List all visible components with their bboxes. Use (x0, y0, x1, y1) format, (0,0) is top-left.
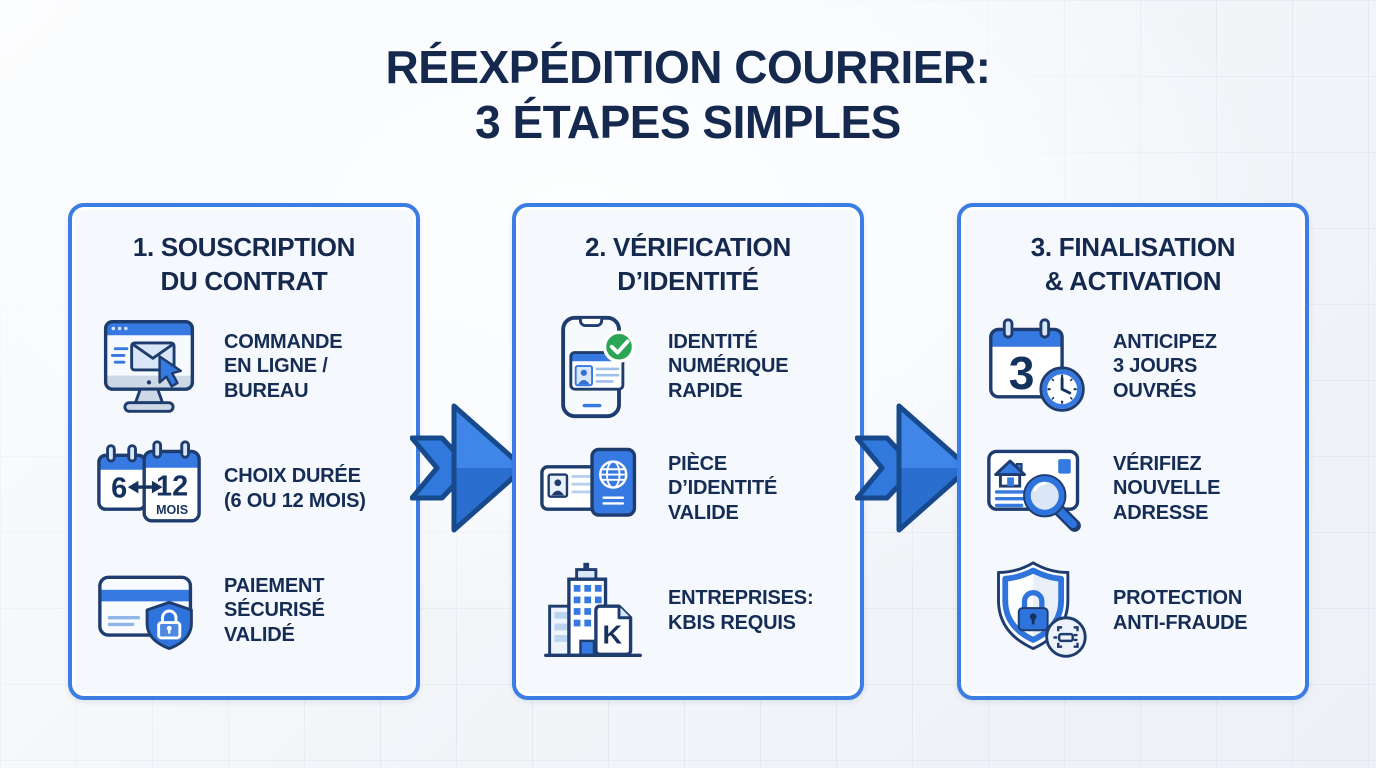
svg-text:MOIS: MOIS (156, 503, 188, 517)
page-title: RÉEXPÉDITION COURRIER: 3 ÉTAPES SIMPLES (385, 41, 991, 149)
step-2-item-1-label: IDENTITÉ NUMÉRIQUE RAPIDE (668, 331, 789, 402)
svg-text:3: 3 (1009, 347, 1035, 399)
anti-fraud-shield-icon (985, 558, 1091, 664)
svg-text:K: K (603, 619, 623, 649)
calendar-duration-icon: 6 12 MOIS (96, 436, 202, 542)
step-1-item-1: COMMANDE EN LIGNE / BUREAU (96, 311, 402, 423)
step-2-item-1: IDENTITÉ NUMÉRIQUE RAPIDE (540, 311, 846, 423)
step-3-item-1: 3 ANTICIPEZ 3 JOURS OUVRÉS (985, 311, 1291, 423)
secure-payment-icon (96, 558, 202, 664)
step-1-title: 1. SOUSCRIPTION DU CONTRAT (132, 232, 356, 296)
step-2-item-3: K ENTREPRISES: KBIS REQUIS (540, 555, 846, 667)
svg-text:6: 6 (111, 472, 127, 504)
step-3-item-2-label: VÉRIFIEZ NOUVELLE ADRESSE (1113, 453, 1221, 524)
step-3-item-2: VÉRIFIEZ NOUVELLE ADRESSE (985, 433, 1291, 545)
step-1-items: COMMANDE EN LIGNE / BUREAU 6 (72, 299, 416, 667)
address-check-icon (985, 436, 1091, 542)
step-3-item-1-label: ANTICIPEZ 3 JOURS OUVRÉS (1113, 331, 1217, 402)
step-arrow-1 (409, 398, 530, 538)
step-2-item-2-label: PIÈCE D’IDENTITÉ VALIDE (668, 453, 778, 524)
step-arrow-2 (854, 398, 975, 538)
step-3-item-3: PROTECTION ANTI-FRAUDE (985, 555, 1291, 667)
monitor-envelope-cursor-icon (96, 314, 202, 420)
step-3-title: 3. FINALISATION & ACTIVATION (1030, 232, 1236, 296)
step-1-item-3: PAIEMENT SÉCURISÉ VALIDÉ (96, 555, 402, 667)
step-3-items: 3 ANTICIPEZ 3 JOURS OUVRÉS (961, 299, 1305, 667)
calendar-clock-icon: 3 (985, 314, 1091, 420)
step-1-item-3-label: PAIEMENT SÉCURISÉ VALIDÉ (224, 575, 325, 646)
step-2-items: IDENTITÉ NUMÉRIQUE RAPIDE (516, 299, 860, 667)
step-3-item-3-label: PROTECTION ANTI-FRAUDE (1113, 587, 1248, 634)
digital-identity-icon (540, 314, 646, 420)
step-2-item-2: PIÈCE D’IDENTITÉ VALIDE (540, 433, 846, 545)
step-1-item-2-label: CHOIX DURÉE (6 OU 12 MOIS) (224, 465, 366, 512)
id-passport-icon (540, 436, 646, 542)
step-card-3: 3. FINALISATION & ACTIVATION 3 (957, 203, 1309, 700)
step-card-2: 2. VÉRIFICATION D’IDENTITÉ (512, 203, 864, 700)
step-1-item-1-label: COMMANDE EN LIGNE / BUREAU (224, 331, 343, 402)
step-2-item-3-label: ENTREPRISES: KBIS REQUIS (668, 587, 814, 634)
company-kbis-icon: K (540, 558, 646, 664)
step-2-title: 2. VÉRIFICATION D’IDENTITÉ (585, 232, 791, 296)
step-1-item-2: 6 12 MOIS CHOIX DURÉE (6 OU 12 MOIS) (96, 433, 402, 545)
step-card-1: 1. SOUSCRIPTION DU CONTRAT (68, 203, 420, 700)
